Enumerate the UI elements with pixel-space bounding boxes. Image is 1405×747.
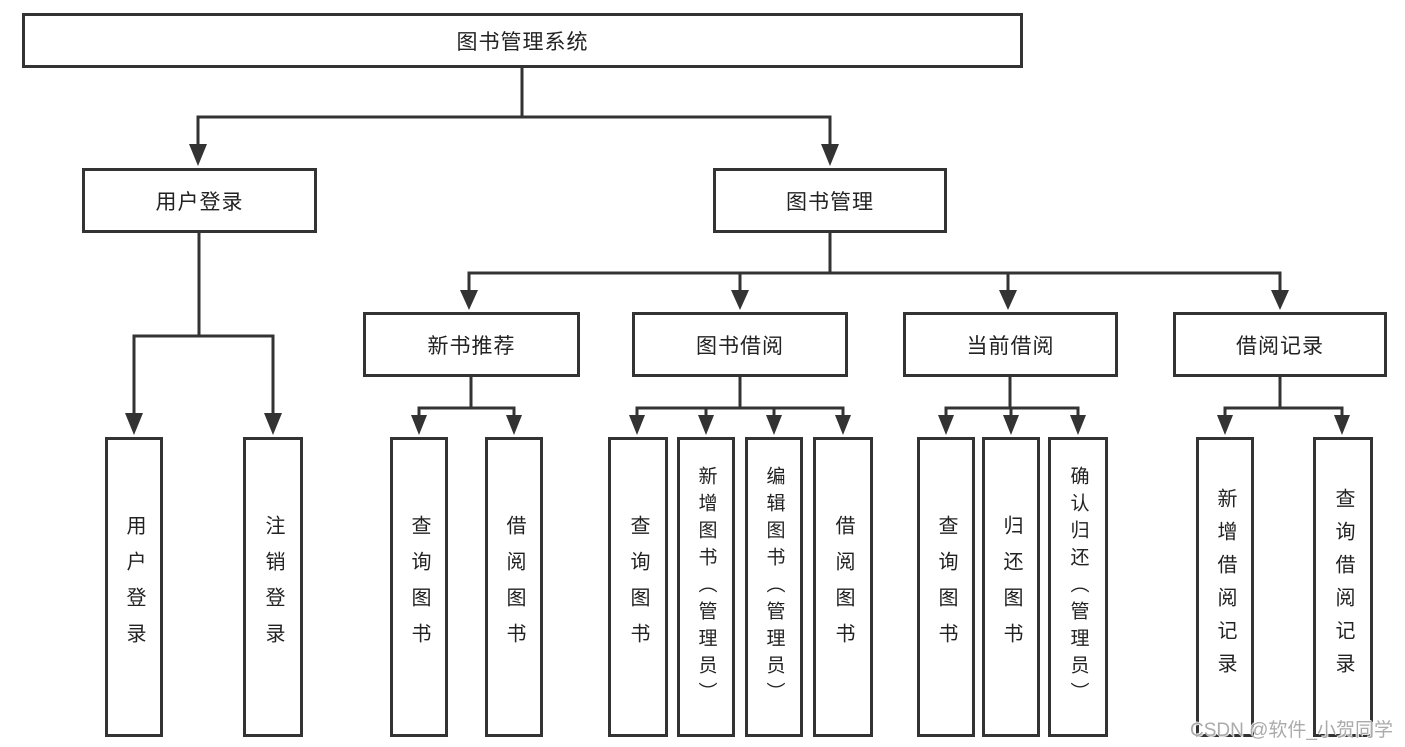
arrowheads — [125, 144, 1350, 435]
leaf-borrowing-query-books-label: 查询图书 — [627, 515, 649, 659]
leaf-recommend-borrow-books: 借阅图书 — [485, 437, 543, 737]
leaf-current-query-books-label: 查询图书 — [935, 515, 957, 659]
node-user-login-label: 用户登录 — [155, 190, 244, 214]
leaf-recommend-query-books: 查询图书 — [390, 437, 448, 737]
leaf-current-confirm-return-admin-label: 确认归还（管理员） — [1067, 465, 1089, 709]
leaf-records-query-record-label: 查询借阅记录 — [1332, 488, 1354, 686]
leaf-borrowing-borrow-books-label: 借阅图书 — [832, 515, 854, 659]
node-book-management: 图书管理 — [713, 168, 947, 233]
leaf-records-add-record-label: 新增借阅记录 — [1214, 488, 1236, 686]
node-new-book-recommend-label: 新书推荐 — [427, 334, 516, 358]
leaf-borrowing-edit-books-admin-label: 编辑图书（管理员） — [763, 465, 785, 709]
node-new-book-recommend: 新书推荐 — [363, 312, 580, 377]
node-book-borrowing-label: 图书借阅 — [696, 334, 784, 358]
leaf-borrowing-query-books: 查询图书 — [608, 437, 668, 737]
leaf-borrowing-add-books-admin: 新增图书（管理员） — [677, 437, 735, 737]
leaf-current-query-books: 查询图书 — [917, 437, 975, 737]
leaf-borrowing-add-books-admin-label: 新增图书（管理员） — [695, 465, 717, 709]
leaf-user-login-label: 用户登录 — [123, 515, 145, 659]
node-library-system: 图书管理系统 — [22, 13, 1023, 68]
node-book-management-label: 图书管理 — [786, 190, 874, 214]
leaf-borrowing-borrow-books: 借阅图书 — [813, 437, 873, 737]
leaf-recommend-query-books-label: 查询图书 — [408, 515, 430, 659]
leaf-borrowing-edit-books-admin: 编辑图书（管理员） — [745, 437, 803, 737]
leaf-records-add-record: 新增借阅记录 — [1196, 437, 1254, 737]
leaf-current-confirm-return-admin: 确认归还（管理员） — [1048, 437, 1108, 737]
leaf-user-login: 用户登录 — [105, 437, 163, 737]
leaf-current-return-books: 归还图书 — [982, 437, 1040, 737]
node-user-login: 用户登录 — [82, 168, 317, 233]
node-current-borrowing: 当前借阅 — [903, 312, 1118, 377]
node-borrowing-records-label: 借阅记录 — [1236, 334, 1324, 358]
leaf-logout-label: 注销登录 — [262, 515, 284, 659]
node-borrowing-records: 借阅记录 — [1173, 312, 1387, 377]
node-book-borrowing: 图书借阅 — [632, 312, 848, 377]
node-current-borrowing-label: 当前借阅 — [966, 334, 1055, 358]
leaf-records-query-record: 查询借阅记录 — [1313, 437, 1373, 737]
leaf-current-return-books-label: 归还图书 — [1000, 515, 1022, 659]
watermark: CSDN @软件_小贺同学 — [1190, 720, 1393, 741]
node-library-system-label: 图书管理系统 — [456, 30, 589, 54]
leaf-recommend-borrow-books-label: 借阅图书 — [503, 515, 525, 659]
leaf-logout: 注销登录 — [243, 437, 303, 737]
